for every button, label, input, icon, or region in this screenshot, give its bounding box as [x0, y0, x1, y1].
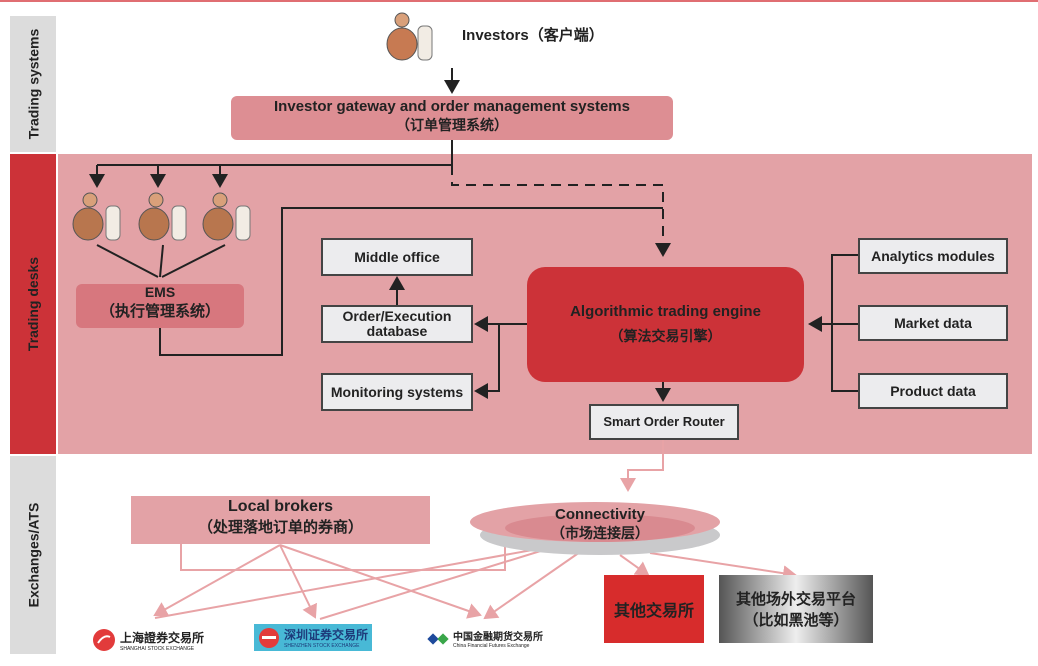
connectivity-cloud	[470, 502, 720, 555]
connectivity-title: Connectivity	[554, 506, 645, 523]
other-exchanges-box: 其他交易所	[604, 575, 704, 643]
cffex-name-en: China Financial Futures Exchange	[453, 642, 530, 649]
db-line1: Order/Execution	[342, 308, 452, 325]
local-brokers-title: Local brokers	[228, 498, 333, 515]
sse-emblem-icon	[93, 629, 115, 651]
product-data-box: Product data	[858, 373, 1008, 409]
trader-2-icon	[134, 188, 192, 246]
szse-emblem-icon	[259, 627, 279, 648]
order-execution-db-box: Order/Execution database	[321, 305, 473, 343]
lane-trading-systems: Trading systems	[10, 16, 56, 152]
arrow-router-connectivity	[620, 440, 664, 492]
szse-name-en: SHENZHEN STOCK EXCHANGE	[284, 643, 360, 649]
line-ems-to-engine	[159, 207, 663, 356]
otc-platforms-box: 其他场外交易平台 （比如黑池等）	[719, 575, 873, 643]
algorithmic-trading-engine-box: Algorithmic trading engine （算法交易引擎）	[527, 267, 804, 382]
engine-title: Algorithmic trading engine	[570, 303, 761, 320]
ems-subtitle: （执行管理系统）	[99, 303, 220, 320]
investor-person-icon	[382, 8, 440, 66]
line-gateway-desks	[97, 140, 453, 166]
szse-name-cn: 深圳证券交易所	[284, 628, 369, 642]
sse-name-cn: 上海證券交易所	[120, 630, 205, 645]
otc-line1: 其他场外交易平台	[735, 591, 856, 608]
middle-office-box: Middle office	[321, 238, 473, 276]
connectivity-subtitle: （市场连接层）	[551, 525, 649, 541]
analytics-modules-box: Analytics modules	[858, 238, 1008, 274]
market-data-box: Market data	[858, 305, 1008, 341]
trader-3-icon	[198, 188, 256, 246]
engine-subtitle: （算法交易引擎）	[609, 328, 722, 344]
gateway-subtitle: （订单管理系统）	[396, 117, 508, 133]
ems-box: EMS （执行管理系统）	[76, 284, 244, 328]
investor-gateway-box: Investor gateway and order management sy…	[231, 96, 673, 140]
lane-exchanges: Exchanges/ATS	[10, 456, 56, 654]
cffex-emblem-icon	[427, 633, 449, 645]
local-brokers-subtitle: （处理落地订单的券商）	[197, 519, 363, 536]
otc-line2: （比如黑池等）	[743, 612, 849, 629]
connectivity-label: Connectivity （市场连接层）	[520, 506, 680, 543]
top-border	[0, 0, 1038, 2]
gateway-title: Investor gateway and order management sy…	[274, 98, 630, 115]
smart-order-router-box: Smart Order Router	[589, 404, 739, 440]
investors-label: Investors（客户端）	[462, 27, 604, 44]
monitoring-systems-box: Monitoring systems	[321, 373, 473, 411]
dashed-line-to-engine	[451, 165, 671, 257]
cffex-name-cn: 中国金融期货交易所	[453, 631, 543, 643]
lane-trading-desks: Trading desks	[10, 154, 56, 454]
trader-1-icon	[68, 188, 126, 246]
ems-title: EMS	[144, 284, 176, 300]
arrow-engine-monitoring	[474, 324, 500, 399]
db-line2: database	[366, 323, 428, 339]
sse-name-en: SHANGHAI STOCK EXCHANGE	[120, 645, 195, 652]
local-brokers-box: Local brokers （处理落地订单的券商）	[131, 496, 430, 544]
